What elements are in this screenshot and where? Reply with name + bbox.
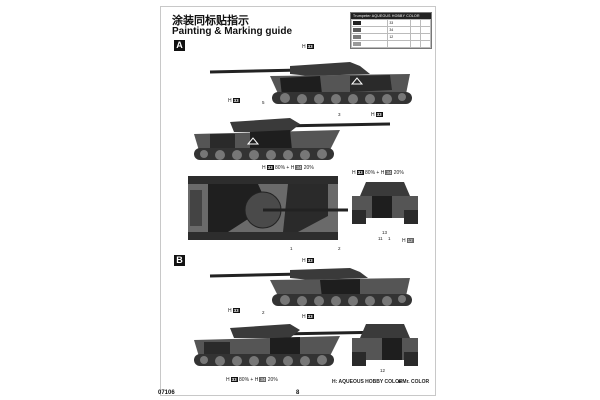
tank-a-front-view [352, 182, 418, 224]
legend-swatch [350, 19, 389, 27]
mr-color-note: ■ Mr. COLOR [398, 379, 430, 385]
callout-number: 1 [290, 246, 293, 251]
page-number: 8 [296, 390, 300, 396]
tank-b-front-view [352, 324, 418, 366]
kit-number: 07106 [158, 390, 175, 396]
aqueous-color-note: H: AQUEOUS HOBBY COLOR [332, 379, 403, 385]
legend-row: 33 [350, 19, 431, 27]
legend-swatch [350, 26, 389, 34]
tank-b-side-view [209, 268, 412, 306]
callout-number: 5 [262, 100, 265, 105]
title-chinese: 涂装同标贴指示 [172, 14, 249, 27]
callout-number: 2 [262, 310, 265, 315]
legend-row: 12 [350, 33, 431, 41]
legend-code [387, 40, 412, 48]
section-a-marker: A [174, 40, 185, 51]
legend-code: 34 [387, 26, 412, 34]
callout-number: 13 [382, 230, 388, 235]
title-english: Painting & Marking guide [172, 26, 293, 37]
legend-swatch [350, 33, 389, 41]
tank-a-left-view [194, 118, 391, 160]
legend-code: 12 [387, 33, 412, 41]
tank-a-side-view [209, 62, 412, 104]
tank-b-left-view [194, 324, 391, 366]
section-b-marker: B [174, 255, 185, 266]
legend-code: 33 [387, 19, 412, 27]
callout-number: 1 [388, 236, 391, 241]
color-legend: Trumpeter AQUEOUS HOBBY COLOR 33 34 12 [350, 12, 432, 49]
legend-row [350, 40, 431, 48]
callout-number: 12 [380, 368, 386, 373]
legend-header: Trumpeter AQUEOUS HOBBY COLOR [351, 13, 431, 19]
legend-row: 34 [350, 26, 431, 34]
legend-swatch [350, 40, 389, 48]
tank-a-top-view [188, 176, 348, 240]
callout-number: 2 [338, 246, 341, 251]
callout-number: 3 [338, 112, 341, 117]
legend-table: 33 34 12 [350, 19, 431, 48]
callout-number: 11 [378, 236, 383, 241]
